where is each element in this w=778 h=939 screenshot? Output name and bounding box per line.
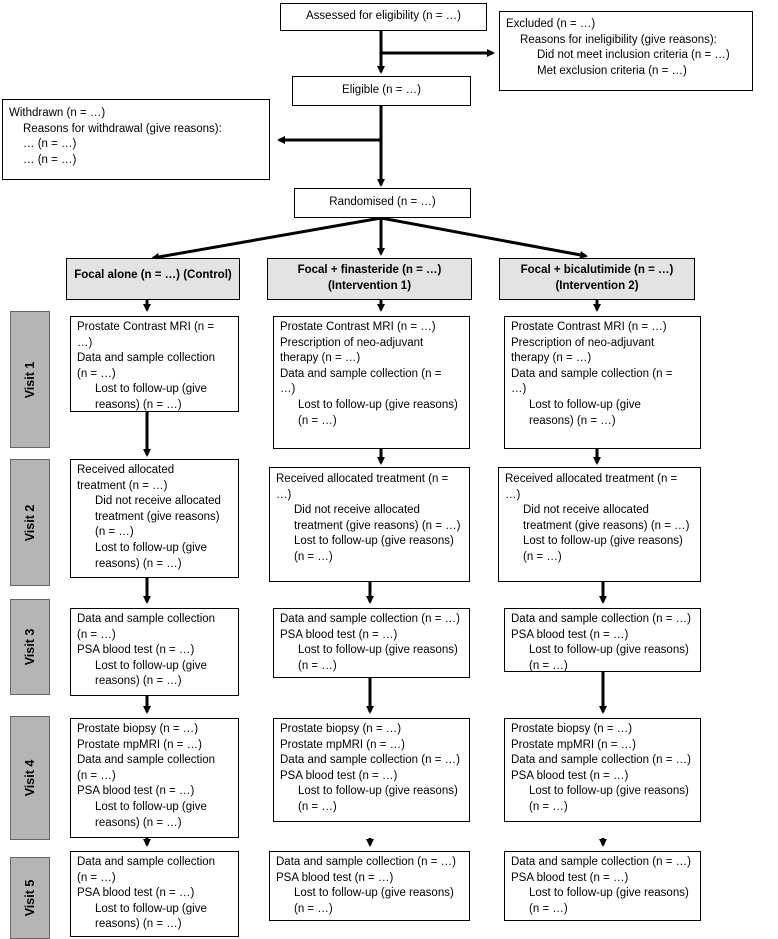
arm-finasteride-line1: Focal + finasteride (n = …) <box>297 264 442 276</box>
withdrawn-reasons-title: Reasons for withdrawal (give reasons): <box>23 122 222 135</box>
v4-control-box: Prostate biopsy (n = …) Prostate mpMRI (… <box>70 718 239 838</box>
v2-bicalutimide-box: Received allocated treatment (n = …) Did… <box>498 467 701 582</box>
arm-finasteride-line2: (Intervention 1) <box>327 279 412 292</box>
randomised-box: Randomised (n = …) <box>294 188 471 218</box>
v1-finasteride-box: Prostate Contrast MRI (n = …) Prescripti… <box>273 316 470 449</box>
v3-bicalutimide-box: Data and sample collection (n = …) PSA b… <box>504 608 701 672</box>
withdrawn-box: Withdrawn (n = …) Reasons for withdrawal… <box>2 99 270 180</box>
arm-bicalutimide-line1: Focal + bicalutimide (n = …) <box>520 264 674 276</box>
assessed-label: Assessed for eligibility (n = …) <box>306 10 461 22</box>
arm-control-line1: Focal alone (n = …) (Control) <box>74 269 232 281</box>
v5-control-box: Data and sample collection (n = …) PSA b… <box>70 851 239 937</box>
excluded-title: Excluded (n = …) <box>506 18 596 30</box>
v4-finasteride-box: Prostate biopsy (n = …) Prostate mpMRI (… <box>273 718 470 822</box>
visit-5-label: Visit 5 <box>10 857 50 939</box>
v2-finasteride-box: Received allocated treatment (n = …) Did… <box>269 467 470 582</box>
withdrawn-reason-1: … (n = …) <box>23 138 77 151</box>
eligible-box: Eligible (n = …) <box>292 76 471 106</box>
eligible-label: Eligible (n = …) <box>342 84 421 96</box>
v2-control-box: Received allocated treatment (n = …) Did… <box>70 459 239 578</box>
arm-finasteride-header: Focal + finasteride (n = …) (Interventio… <box>267 258 472 300</box>
withdrawn-reason-2: … (n = …) <box>23 153 77 166</box>
v1-bicalutimide-box: Prostate Contrast MRI (n = …) Prescripti… <box>504 316 701 449</box>
visit-1-label: Visit 1 <box>10 311 50 448</box>
v3-control-box: Data and sample collection (n = …) PSA b… <box>70 608 239 696</box>
v1-control-box: Prostate Contrast MRI (n = …) Data and s… <box>70 316 239 412</box>
visit-4-label: Visit 4 <box>10 716 50 840</box>
arm-bicalutimide-line2: (Intervention 2) <box>555 279 639 292</box>
visit-2-label: Visit 2 <box>10 459 50 586</box>
visit-3-label: Visit 3 <box>10 599 50 695</box>
excluded-reason-2: Met exclusion criteria (n = …) <box>537 64 687 77</box>
randomised-label: Randomised (n = …) <box>329 196 436 208</box>
excluded-box: Excluded (n = …) Reasons for ineligibili… <box>499 11 753 91</box>
excluded-reason-1: Did not meet inclusion criteria (n = …) <box>537 49 730 62</box>
arm-bicalutimide-header: Focal + bicalutimide (n = …) (Interventi… <box>499 258 695 300</box>
v5-bicalutimide-box: Data and sample collection (n = …) PSA b… <box>504 851 701 921</box>
assessed-box: Assessed for eligibility (n = …) <box>280 3 487 31</box>
excluded-reasons-title: Reasons for ineligibility (give reasons)… <box>520 33 717 46</box>
withdrawn-title: Withdrawn (n = …) <box>9 107 106 119</box>
v3-finasteride-box: Data and sample collection (n = …) PSA b… <box>273 608 470 678</box>
arm-control-header: Focal alone (n = …) (Control) <box>66 258 240 300</box>
v4-bicalutimide-box: Prostate biopsy (n = …) Prostate mpMRI (… <box>504 718 701 822</box>
v5-finasteride-box: Data and sample collection (n = …) PSA b… <box>269 851 470 921</box>
